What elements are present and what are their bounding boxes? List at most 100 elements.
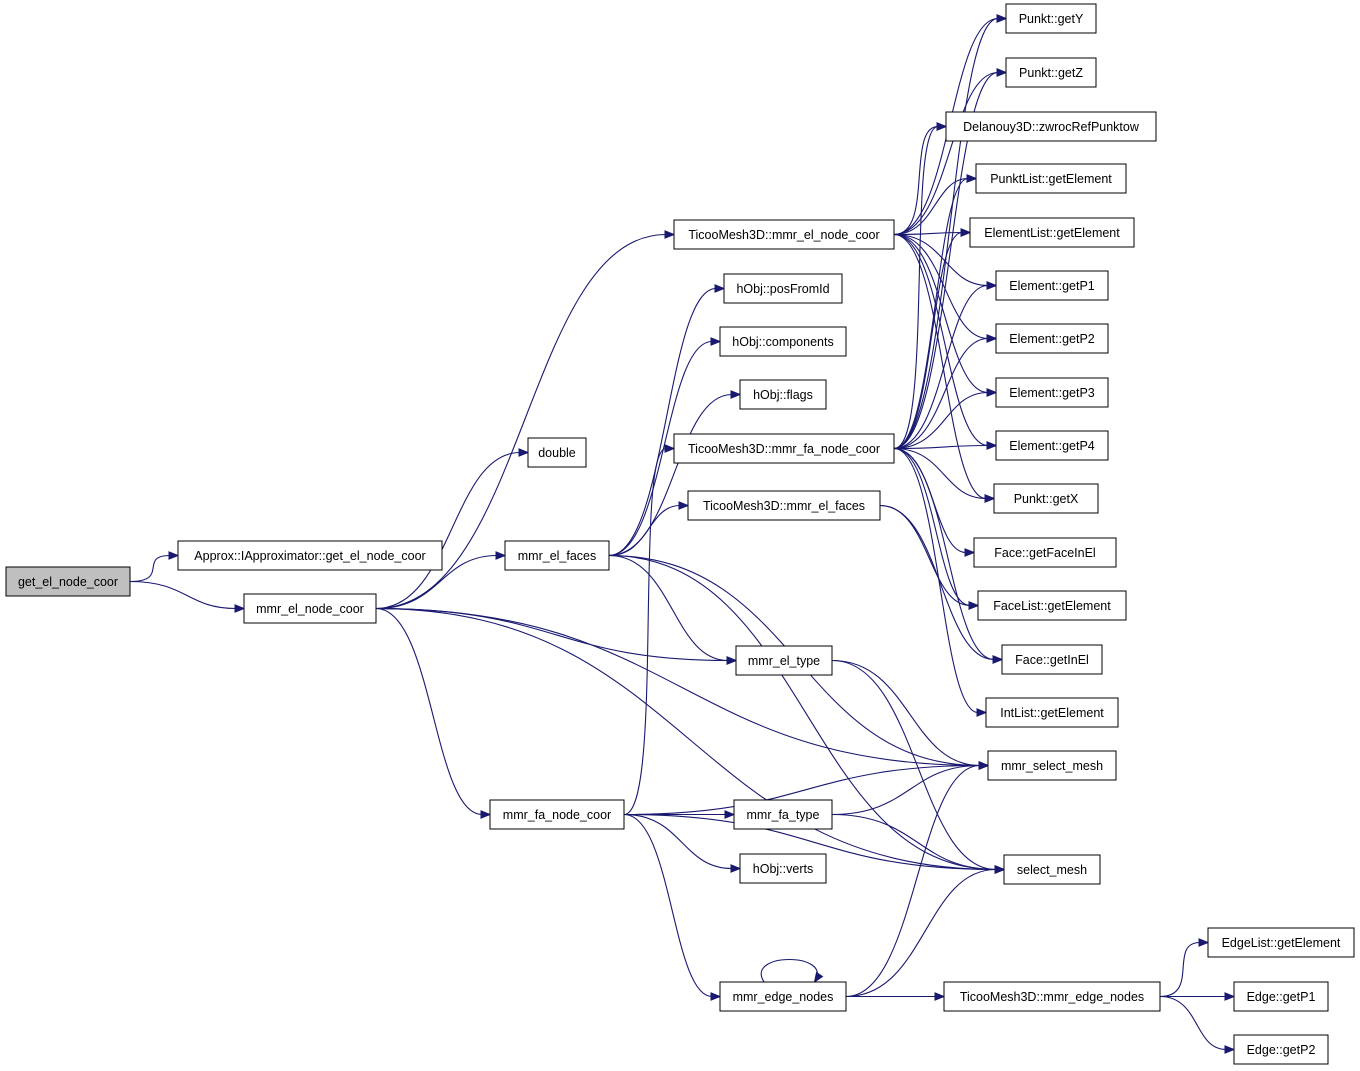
edge-arrowhead [986,281,998,290]
graph-node-edgelist[interactable]: EdgeList::getElement [1207,927,1355,958]
edge-arrowhead [813,971,824,984]
graph-node-gety[interactable]: Punkt::getY [1005,3,1097,34]
graph-node-punktlist[interactable]: PunktList::getElement [975,163,1127,194]
graph-node-getz[interactable]: Punkt::getZ [1005,57,1097,88]
graph-node-faceinel[interactable]: Face::getFaceInEl [973,537,1117,568]
graph-node-getp1[interactable]: Element::getP1 [995,270,1109,301]
graph-node-getp4[interactable]: Element::getP4 [995,430,1109,461]
graph-node-verts[interactable]: hObj::verts [739,853,827,884]
node-label: TicooMesh3D::mmr_el_faces [703,499,865,513]
node-box [987,750,1117,781]
edge-arrowhead [724,810,736,819]
node-box [969,217,1135,248]
node-label: mmr_el_faces [518,549,597,563]
graph-node-edgep2[interactable]: Edge::getP2 [1233,1034,1329,1065]
graph-node-getinel[interactable]: Face::getInEl [1001,644,1103,675]
node-label: PunktList::getElement [990,172,1112,186]
node-box [943,981,1161,1012]
edge-arrowhead [992,655,1004,664]
graph-node-posfromid[interactable]: hObj::posFromId [723,273,843,304]
edge-arrowhead [714,284,726,293]
graph-node-edgep1[interactable]: Edge::getP1 [1233,981,1329,1012]
edge-arrowhead [730,864,742,873]
call-edge [831,813,997,871]
call-edge [893,177,969,450]
node-box [977,590,1127,621]
node-box [995,323,1109,354]
call-edges [129,14,1236,1054]
graph-node-get-el-node-coor[interactable]: get_el_node_coor [5,566,131,597]
node-label: Element::getP4 [1009,439,1095,453]
node-label: ElementList::getElement [984,226,1120,240]
call-edge [893,233,989,287]
graph-node-elementlist[interactable]: ElementList::getElement [969,217,1135,248]
graph-node-flags[interactable]: hObj::flags [739,379,827,410]
call-edge [893,177,969,236]
edge-arrowhead [664,444,676,453]
node-label: double [538,446,576,460]
node-box [995,430,1109,461]
edge-arrowhead [710,337,722,346]
call-edge [375,233,667,610]
edge-arrowhead [664,230,676,239]
node-label: IntList::getElement [1000,706,1104,720]
graph-node-getx[interactable]: Punkt::getX [993,483,1099,514]
edge-arrowhead [964,548,976,557]
graph-node-intlist[interactable]: IntList::getElement [985,697,1119,728]
graph-node-approx[interactable]: Approx::IApproximator::get_el_node_coor [177,540,443,571]
graph-node-t-el-faces[interactable]: TicooMesh3D::mmr_el_faces [687,490,881,521]
graph-node-t-fa-node[interactable]: TicooMesh3D::mmr_fa_node_coor [673,433,895,464]
graph-node-mmr-el-node-coor[interactable]: mmr_el_node_coor [243,593,377,624]
call-edge [893,447,987,500]
edge-arrowhead [495,551,507,560]
call-edge [845,764,981,998]
graph-node-mmr-fa-node-coor[interactable]: mmr_fa_node_coor [489,799,625,830]
graph-node-facelist[interactable]: FaceList::getElement [977,590,1127,621]
call-edge [879,504,995,661]
graph-node-select-mesh[interactable]: select_mesh [1003,854,1101,885]
node-label: mmr_edge_nodes [733,990,834,1004]
node-box [673,219,895,250]
node-box [1005,57,1097,88]
edge-arrowhead [996,14,1008,23]
edge-arrowhead [934,992,946,1001]
graph-node-t-edge-nodes[interactable]: TicooMesh3D::mmr_edge_nodes [943,981,1161,1012]
edge-arrowhead [1198,938,1210,947]
edge-arrowhead [1224,1045,1236,1054]
call-edge [893,447,971,607]
call-edge [893,284,989,450]
node-box [5,566,131,597]
graph-node-t-el-node[interactable]: TicooMesh3D::mmr_el_node_coor [673,219,895,250]
edge-arrowhead [726,656,738,665]
edge-arrowhead [968,601,980,610]
node-box [504,540,610,571]
graph-node-mmr-fa-type[interactable]: mmr_fa_type [733,799,833,830]
node-box [1233,981,1329,1012]
node-label: Edge::getP1 [1247,990,1316,1004]
node-label: mmr_fa_node_coor [503,808,611,822]
graph-node-double[interactable]: double [527,437,587,468]
node-label: Element::getP3 [1009,386,1095,400]
edge-arrowhead [966,174,978,183]
call-edge [893,391,989,450]
graph-node-mmr-edge-nodes[interactable]: mmr_edge_nodes [719,981,847,1012]
graph-node-components[interactable]: hObj::components [719,326,847,357]
node-box [1005,3,1097,34]
node-box [733,799,833,830]
node-box [177,540,443,571]
call-edge [375,607,997,871]
graph-node-mmr-el-faces[interactable]: mmr_el_faces [504,540,610,571]
edge-arrowhead [234,604,246,613]
graph-node-getp3[interactable]: Element::getP3 [995,377,1109,408]
graph-node-delanouy[interactable]: Delanouy3D::zwrocRefPunktow [945,111,1157,142]
graph-node-getp2[interactable]: Element::getP2 [995,323,1109,354]
call-edge [893,71,999,450]
node-label: hObj::flags [753,388,813,402]
call-edge [623,813,733,870]
node-box [527,437,587,468]
graph-node-mmr-select-mesh[interactable]: mmr_select_mesh [987,750,1117,781]
node-label: mmr_select_mesh [1001,759,1103,773]
graph-node-mmr-el-type[interactable]: mmr_el_type [735,645,833,676]
node-label: Face::getInEl [1015,653,1089,667]
